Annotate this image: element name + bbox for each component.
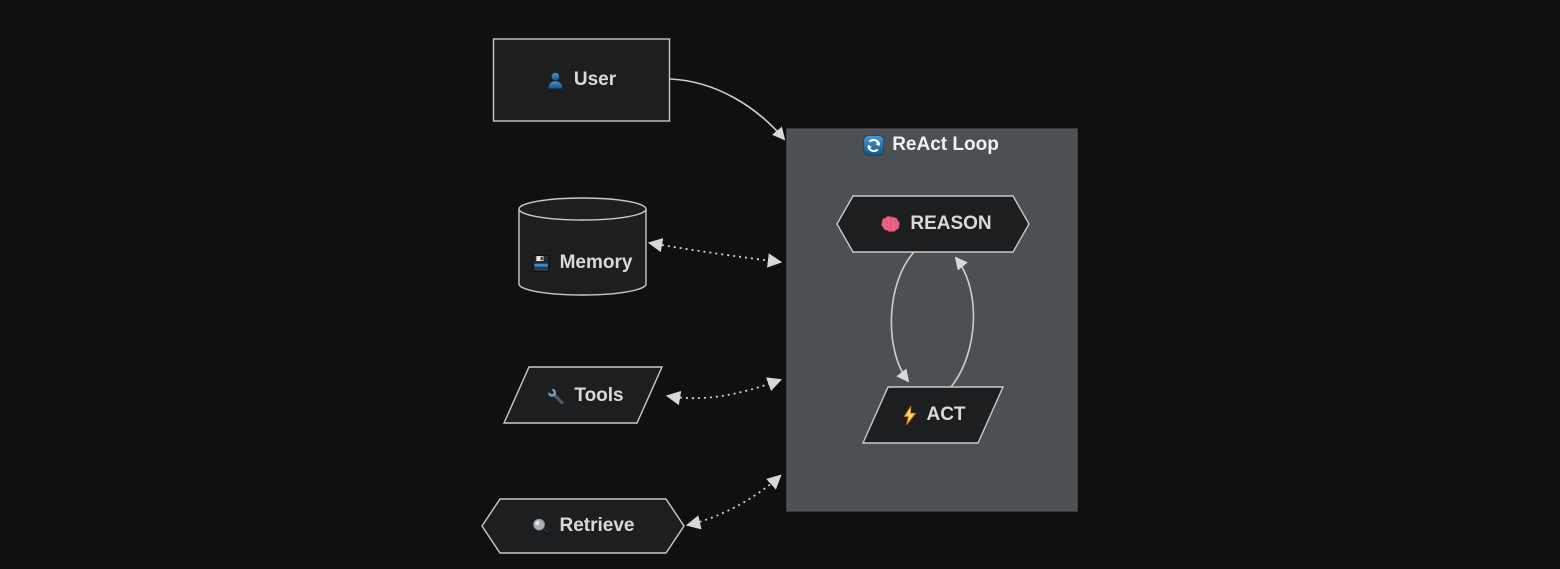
- edge-user-to-reactloop: [669, 78, 786, 141]
- edge-memory-reactloop: [647, 238, 783, 268]
- tools-node-shape: [502, 366, 664, 424]
- retrieve-node-shape: [481, 498, 685, 554]
- reason-node-shape: [836, 195, 1030, 253]
- edge-act-to-reason: [950, 256, 975, 388]
- edge-reason-to-act: [890, 251, 915, 383]
- edge-tools-reactloop: [665, 377, 783, 406]
- edge-retrieve-reactloop: [685, 474, 782, 530]
- memory-node-top: [518, 197, 647, 221]
- user-node-shape: [492, 38, 671, 122]
- react-loop-subgraph: [786, 128, 1078, 512]
- act-node-shape: [861, 386, 1005, 444]
- memory-node-shape: [518, 209, 647, 296]
